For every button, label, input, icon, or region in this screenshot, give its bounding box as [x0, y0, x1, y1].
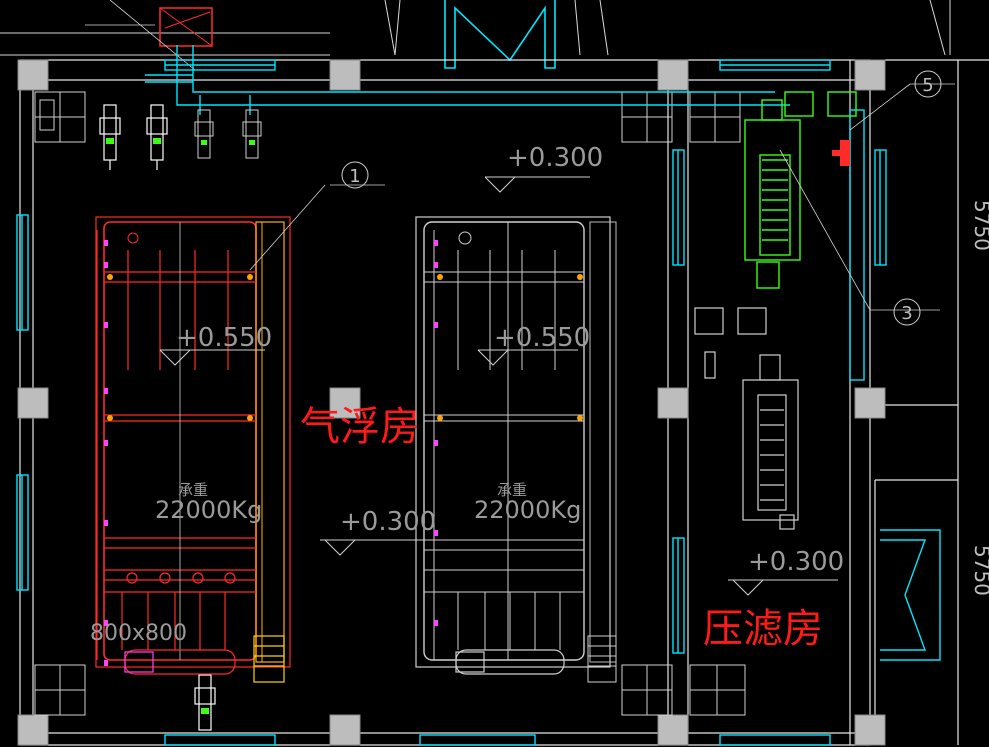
elevation-center-low: +0.300	[340, 507, 436, 537]
columns	[17, 59, 886, 746]
elevation-marker	[159, 176, 838, 596]
callout-1: 1	[341, 161, 369, 189]
filter-press-green	[744, 91, 857, 289]
air-flotation-tank-left	[95, 184, 326, 683]
pump-unit	[194, 674, 216, 731]
top-skylight	[444, 0, 556, 69]
pump-unit	[146, 104, 168, 170]
load-value-mid: 22000Kg	[474, 496, 581, 524]
windows	[16, 59, 941, 746]
callout-1-label: 1	[349, 166, 360, 187]
edge-dim-upper: 5750	[970, 200, 989, 251]
roof-lines	[0, 0, 951, 56]
edge-dim-lower: 5750	[970, 545, 989, 596]
elevation-right-low: +0.300	[748, 547, 844, 577]
callout-3-label: 3	[901, 303, 912, 324]
press-accessory-red	[832, 140, 850, 166]
gas-room-label: 气浮房	[300, 404, 420, 450]
elevation-top-mid: +0.300	[507, 143, 603, 173]
pump-unit	[194, 109, 214, 159]
load-value-left: 22000Kg	[155, 496, 262, 524]
pump-unit	[99, 104, 121, 170]
air-flotation-tank-mid	[415, 216, 617, 683]
elevation-mid-tank: +0.550	[494, 323, 590, 353]
filter-press-gray	[694, 307, 799, 530]
leader-line	[109, 0, 196, 71]
pump-group-top	[99, 104, 262, 731]
top-red-panel	[159, 7, 213, 47]
pump-unit	[242, 109, 262, 159]
callout-5: 5	[914, 70, 942, 98]
filter-room-label: 压滤房	[703, 606, 823, 652]
callout-5-label: 5	[922, 75, 933, 96]
load-caption-left: 承重	[178, 481, 208, 499]
leader-lines	[330, 83, 955, 311]
load-caption-mid: 承重	[497, 481, 527, 499]
pipe-header	[145, 45, 790, 115]
callout-3: 3	[893, 298, 921, 326]
elevation-left-tank: +0.550	[176, 323, 272, 353]
pit-size-label: 800x800	[90, 621, 187, 646]
